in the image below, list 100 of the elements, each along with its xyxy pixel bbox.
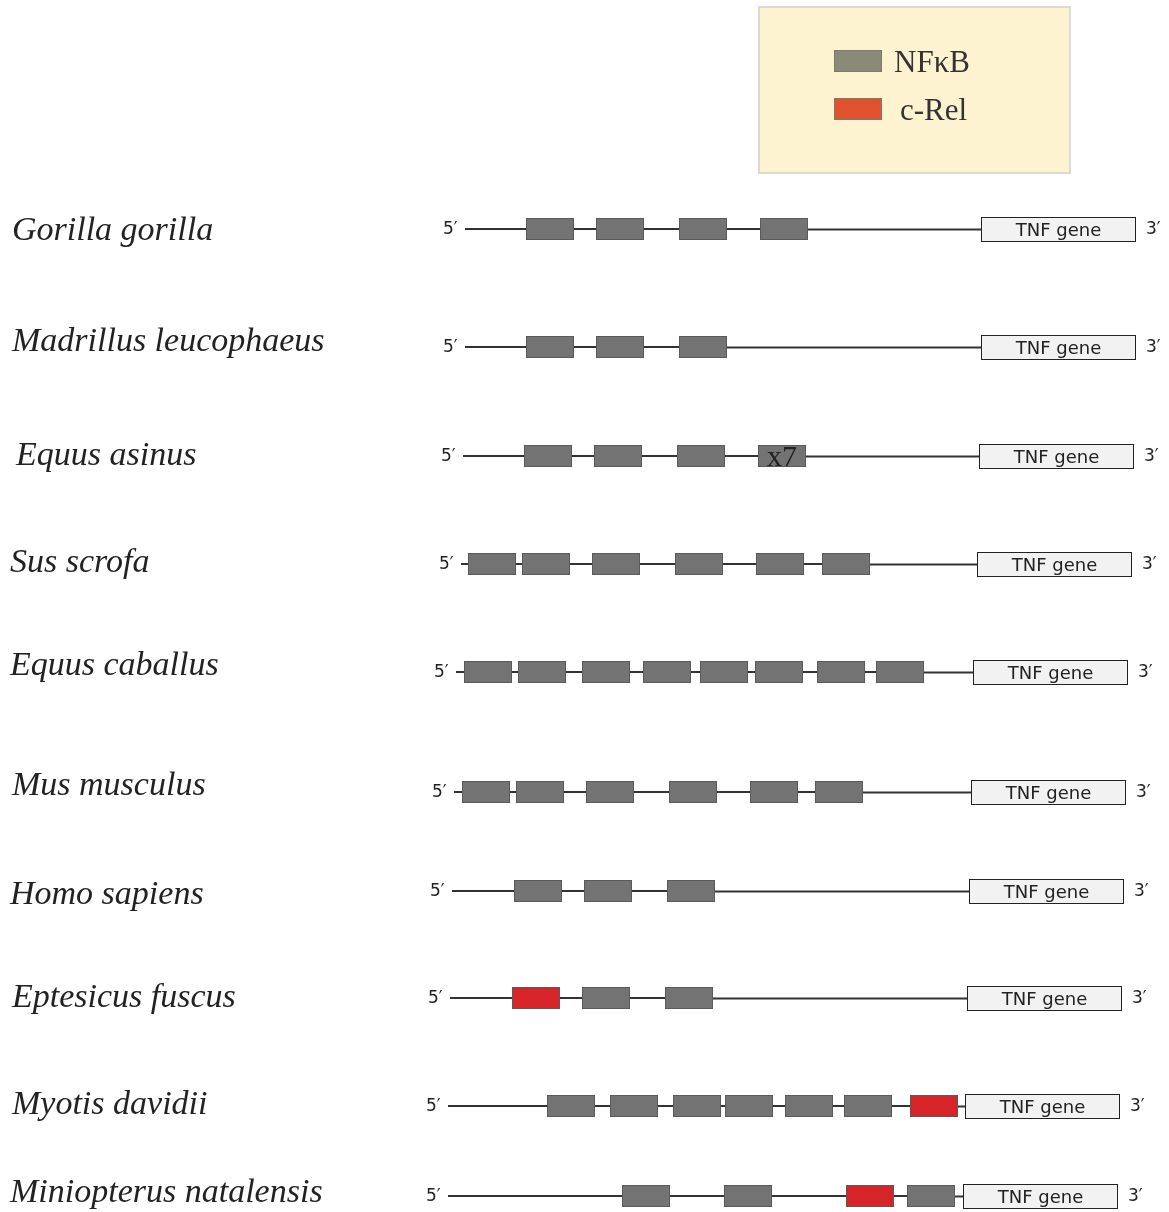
- dna-strand-line: [771, 1195, 847, 1197]
- dna-strand-line: [954, 1195, 964, 1198]
- dna-strand-line: [891, 1105, 911, 1107]
- gene-box: TNF gene: [981, 217, 1136, 242]
- binding-site-box: [610, 1095, 658, 1117]
- strand-end-label: 3′: [1138, 663, 1153, 680]
- dna-strand-line: [923, 671, 974, 674]
- dna-strand-line: [631, 890, 668, 892]
- binding-site-box: [468, 553, 516, 575]
- species-name: Eptesicus fuscus: [12, 979, 236, 1013]
- binding-site-box: [594, 445, 642, 467]
- dna-strand-line: [449, 997, 513, 999]
- binding-site-box: [669, 781, 717, 803]
- binding-site-box: [522, 553, 570, 575]
- strand-end-label: 3′: [1136, 783, 1151, 800]
- dna-strand-line: [464, 346, 527, 348]
- dna-strand-line: [453, 791, 463, 793]
- binding-site-box: [724, 1185, 772, 1207]
- strand-end-label: 3′: [1146, 338, 1161, 355]
- binding-site-box: [785, 1095, 833, 1117]
- dna-strand-line: [724, 455, 759, 457]
- dna-strand-line: [716, 791, 751, 793]
- dna-strand-line: [957, 1105, 966, 1108]
- strand-end-label: 5′: [439, 555, 459, 573]
- dna-strand-line: [669, 1195, 725, 1197]
- dna-strand-line: [714, 890, 970, 893]
- dna-strand-line: [573, 346, 597, 348]
- binding-site-box: [876, 661, 924, 683]
- binding-site-box: [596, 218, 644, 240]
- binding-site-box: [464, 661, 512, 683]
- binding-site-box: [756, 553, 804, 575]
- gene-box: TNF gene: [981, 335, 1136, 360]
- dna-strand-line: [462, 455, 525, 457]
- strand-end-label: 3′: [1132, 989, 1147, 1006]
- binding-site-box: [516, 781, 564, 803]
- dna-strand-line: [807, 228, 982, 231]
- repeat-count: x7: [766, 444, 798, 468]
- binding-site-box: [514, 880, 562, 902]
- gene-box: TNF gene: [977, 552, 1132, 577]
- binding-site-box: [596, 336, 644, 358]
- strand-end-label: 3′: [1146, 220, 1161, 237]
- dna-strand-line: [511, 671, 519, 673]
- species-name: Miniopterus natalensis: [10, 1174, 323, 1208]
- dna-strand-line: [633, 791, 670, 793]
- dna-strand-line: [803, 563, 823, 565]
- binding-site-box: [910, 1095, 958, 1117]
- dna-strand-line: [805, 455, 980, 458]
- dna-strand-line: [720, 1105, 726, 1107]
- dna-strand-line: [722, 563, 757, 565]
- gene-box: TNF gene: [965, 1094, 1120, 1119]
- species-name: Myotis davidii: [12, 1086, 208, 1120]
- binding-site-box: [673, 1095, 721, 1117]
- binding-site-box: [679, 218, 727, 240]
- binding-site-box: [817, 661, 865, 683]
- dna-strand-line: [747, 671, 756, 673]
- binding-site-box: [760, 218, 808, 240]
- species-name: Sus scrofa: [10, 544, 150, 578]
- binding-site-box: [526, 218, 574, 240]
- dna-strand-line: [561, 890, 585, 892]
- binding-site-box: [622, 1185, 670, 1207]
- species-name: Gorilla gorilla: [12, 212, 214, 246]
- gene-box: TNF gene: [973, 660, 1128, 685]
- binding-site-box: [462, 781, 510, 803]
- binding-site-box: [665, 987, 713, 1009]
- binding-site-box: [584, 880, 632, 902]
- dna-strand-line: [629, 997, 666, 999]
- dna-strand-line: [571, 455, 595, 457]
- dna-strand-line: [464, 228, 527, 230]
- binding-site-box: [582, 987, 630, 1009]
- strand-end-label: 5′: [434, 663, 454, 681]
- binding-site-box: [815, 781, 863, 803]
- dna-strand-line: [563, 791, 587, 793]
- species-name: Equus caballus: [10, 647, 219, 681]
- binding-site-box: [586, 781, 634, 803]
- binding-site-box: [725, 1095, 773, 1117]
- species-name: Madrillus leucophaeus: [12, 323, 325, 357]
- dna-strand-line: [515, 563, 523, 565]
- strand-end-label: 5′: [430, 882, 450, 900]
- binding-site-box: [844, 1095, 892, 1117]
- dna-strand-line: [455, 671, 465, 673]
- gene-box: TNF gene: [971, 780, 1126, 805]
- dna-strand-line: [712, 997, 968, 1000]
- gene-box: TNF gene: [963, 1184, 1118, 1209]
- binding-site-box: [679, 336, 727, 358]
- gene-box: TNF gene: [967, 986, 1122, 1011]
- binding-site-box: [512, 987, 560, 1009]
- strand-end-label: 5′: [441, 447, 461, 465]
- dna-strand-line: [864, 671, 877, 673]
- binding-site-box: [675, 553, 723, 575]
- binding-site-box: [643, 661, 691, 683]
- binding-site-box: [667, 880, 715, 902]
- dna-strand-line: [565, 671, 583, 673]
- strand-end-label: 3′: [1130, 1097, 1145, 1114]
- species-name: Mus musculus: [12, 767, 206, 801]
- dna-strand-line: [447, 1195, 623, 1197]
- binding-site-box: [907, 1185, 955, 1207]
- dna-strand-line: [573, 228, 597, 230]
- binding-site-box: [524, 445, 572, 467]
- binding-site-box: [700, 661, 748, 683]
- binding-site-box: [758, 445, 806, 467]
